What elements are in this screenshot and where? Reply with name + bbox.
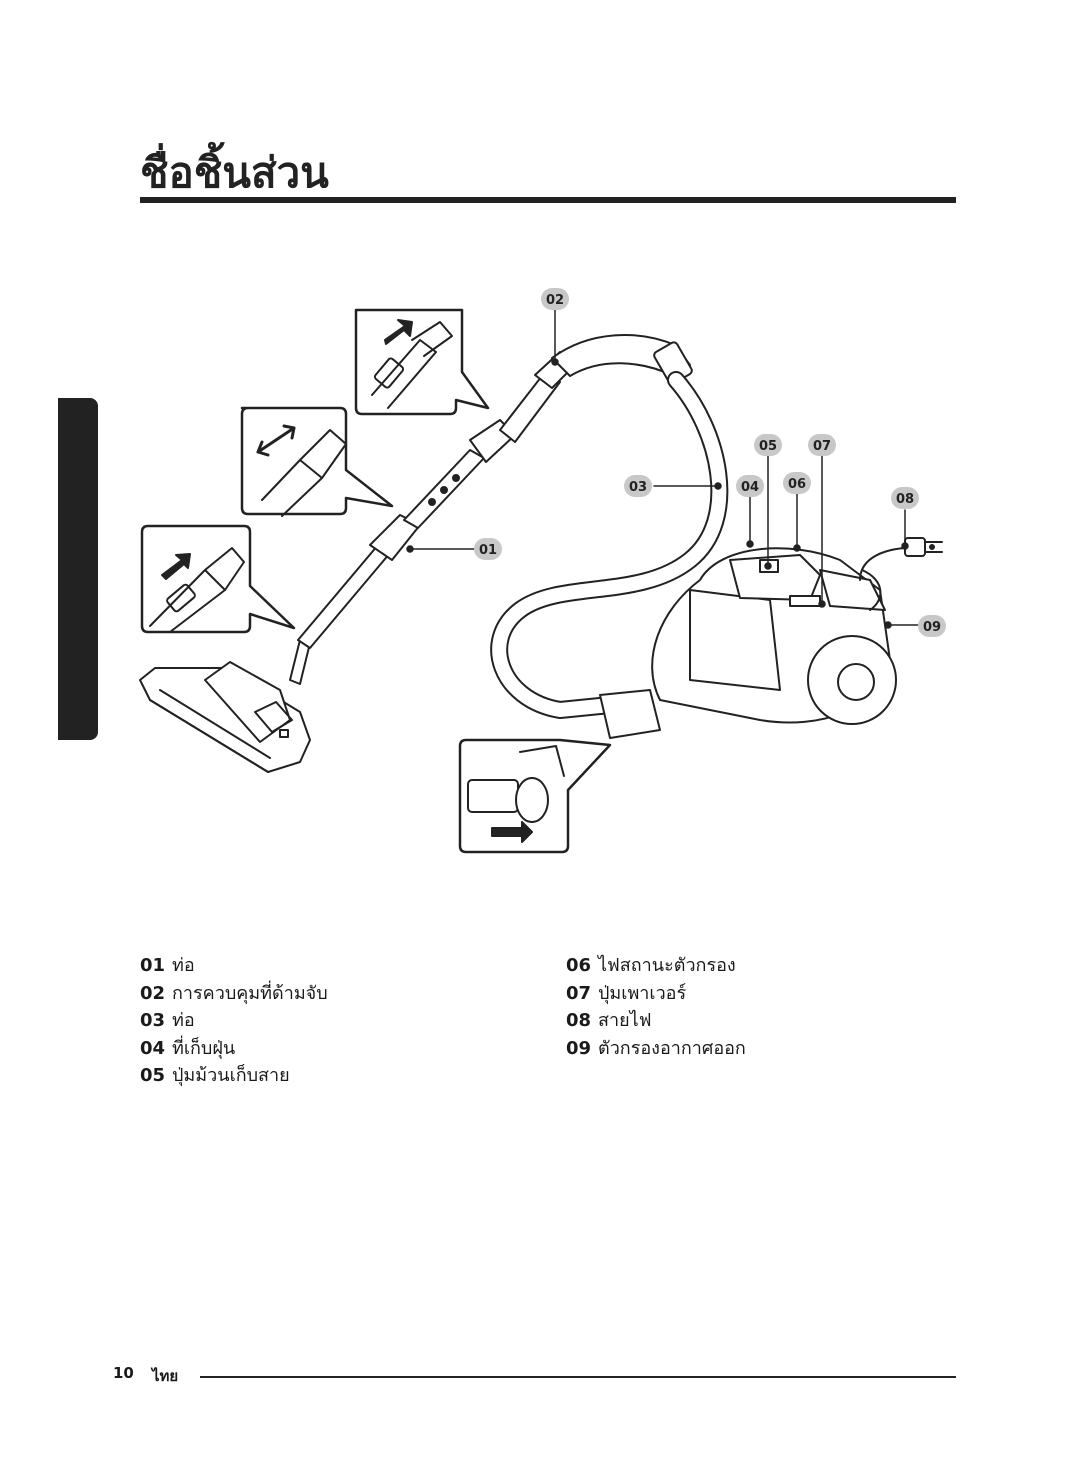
detail-inset-hose-connector (458, 738, 612, 854)
page-title: ชื่อชิ้นส่วน (140, 148, 329, 197)
callout-09: 09 (918, 615, 946, 637)
svg-text:08: 08 (896, 492, 914, 507)
svg-text:04: 04 (741, 480, 759, 495)
callout-04: 04 (736, 475, 764, 497)
callout-03: 03 (624, 475, 652, 497)
callout-01: 01 (474, 538, 502, 560)
title-rule (140, 197, 956, 203)
callout-02: 02 (541, 288, 569, 310)
callout-08: 08 (891, 487, 919, 509)
svg-text:03: 03 (629, 480, 647, 495)
floor-brush-illustration (139, 661, 311, 773)
canister-body-illustration (651, 547, 897, 725)
svg-text:02: 02 (546, 293, 564, 308)
callout-07: 07 (808, 434, 836, 456)
svg-text:05: 05 (759, 439, 777, 454)
callout-05: 05 (754, 434, 782, 456)
hose-illustration (490, 371, 729, 739)
svg-text:09: 09 (923, 620, 941, 635)
callout-06: 06 (783, 472, 811, 494)
detail-inset-brush-joint (140, 524, 296, 634)
leader-lines (406, 309, 919, 629)
pipe-illustration (289, 334, 693, 685)
vacuum-parts-diagram: 02 01 03 04 05 06 07 08 09 (139, 288, 946, 854)
svg-text:01: 01 (479, 543, 497, 558)
side-tab: การติดตั้ง (58, 398, 98, 999)
footer-rule (200, 1376, 956, 1378)
footer-language: ไทย (152, 1367, 179, 1385)
svg-text:06: 06 (788, 477, 806, 492)
svg-text:07: 07 (813, 439, 831, 454)
side-tab-label: การติดตั้ง (69, 936, 87, 1000)
page-number: 10 (113, 1364, 134, 1382)
detail-inset-pipe (240, 406, 394, 517)
detail-inset-handle (354, 308, 490, 416)
